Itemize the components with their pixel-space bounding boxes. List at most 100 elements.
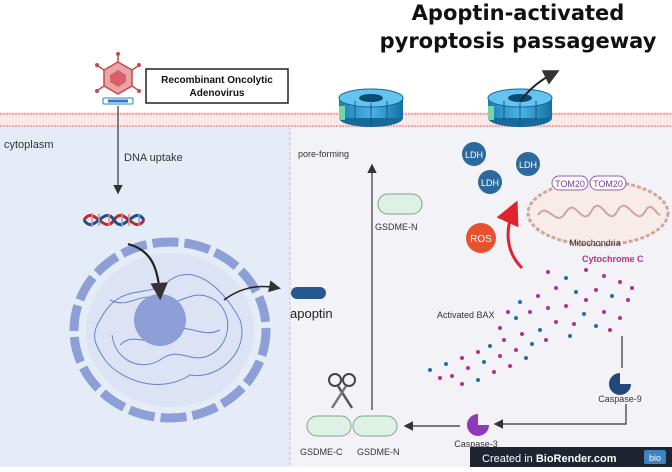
diagram-title-line2: pyroptosis passageway	[380, 29, 657, 53]
ldh-label-3: LDH	[481, 178, 499, 188]
bax-dot	[524, 356, 528, 360]
ldh-label-1: LDH	[465, 150, 483, 160]
pore-forming-label: pore-forming	[298, 149, 349, 159]
cytochrome-c-dot	[438, 376, 442, 380]
bax-dot	[476, 378, 480, 382]
footer-brand: BioRender.com	[536, 453, 617, 465]
cytochrome-c-dot	[564, 304, 568, 308]
bax-dot	[610, 294, 614, 298]
svg-text:Created in BioRender.com: Created in BioRender.com	[482, 453, 617, 465]
cytochrome-c-dot	[498, 354, 502, 358]
cytochrome-c-dot	[554, 286, 558, 290]
bax-dot	[444, 362, 448, 366]
nucleus-to-apoptin-arrow	[223, 280, 281, 301]
ros-arrow	[496, 200, 524, 270]
tom20-b-label: TOM20	[593, 179, 623, 189]
dna-helix-icon	[82, 213, 146, 227]
ldh-molecule-1	[462, 142, 486, 166]
footer-prefix: Created in	[482, 453, 536, 465]
mitochondria-icon	[526, 179, 670, 247]
pore-right-icon	[487, 88, 553, 127]
cytochrome-c-dot	[546, 306, 550, 310]
cytochrome-c-dot	[546, 270, 550, 274]
virus-label-box	[145, 68, 289, 104]
mitochondria-label: Mitochondria	[569, 238, 621, 248]
cytochrome-c-dot	[630, 286, 634, 290]
cytochrome-c-dot	[594, 288, 598, 292]
cytoplasm-label: cytoplasm	[4, 139, 54, 151]
cytochrome-c-dot	[520, 332, 524, 336]
gsdme-n-lower-icon	[352, 415, 398, 437]
bax-dot	[518, 300, 522, 304]
gsdme-c-label: GSDME-C	[300, 447, 343, 457]
diagram-title-line1: Apoptin-activated	[412, 1, 625, 25]
cytochrome-c-dot	[608, 328, 612, 332]
ldh-exit-arrow	[519, 70, 560, 103]
cytochrome-c-dot	[584, 298, 588, 302]
gsdme-n-lower-label: GSDME-N	[357, 447, 400, 457]
cytochrome-c-label: Cytochrome C	[582, 254, 644, 264]
bax-dot	[514, 316, 518, 320]
ldh-molecule-3	[478, 170, 502, 194]
cytochrome-c-dot	[460, 356, 464, 360]
cytochrome-c-dot	[572, 322, 576, 326]
cytochrome-c-dot	[528, 310, 532, 314]
tom20-b-box	[589, 175, 627, 191]
apoptin-icon	[291, 287, 326, 299]
caspase9-to-caspase3-arrow	[493, 404, 627, 429]
cytochrome-c-dot	[508, 364, 512, 368]
cytochrome-c-dot	[498, 326, 502, 330]
cytochrome-c-dot	[602, 310, 606, 314]
gsdme-n-upper-label: GSDME-N	[375, 222, 418, 232]
bax-dot	[530, 342, 534, 346]
activated-bax-label: Activated BAX	[437, 310, 495, 320]
bax-dot	[428, 368, 432, 372]
bax-dot	[488, 344, 492, 348]
caspase9-label: Caspase-9	[598, 394, 642, 404]
cytochrome-c-dot	[536, 294, 540, 298]
cytochrome-c-dot	[554, 320, 558, 324]
virus-label-line2: Adenovirus	[189, 88, 244, 99]
cytochrome-c-dot	[466, 366, 470, 370]
cytochrome-c-dot	[626, 298, 630, 302]
cytochrome-c-dot	[460, 382, 464, 386]
caspase9-icon	[609, 373, 631, 395]
cytochrome-c-dot	[506, 310, 510, 314]
dna-uptake-label: DNA uptake	[124, 152, 183, 164]
dna-to-nucleus-arrow	[127, 242, 168, 301]
pore-left-icon	[338, 88, 404, 127]
scissors-icon	[328, 373, 356, 409]
biorender-footer: Created in BioRender.com bio	[470, 447, 672, 467]
tom20-a-label: TOM20	[555, 179, 585, 189]
ldh-molecule-2	[516, 152, 540, 176]
gsdme-c-icon	[306, 415, 352, 437]
bax-dot	[538, 328, 542, 332]
cytochrome-c-dot	[514, 348, 518, 352]
bax-dot	[582, 312, 586, 316]
cytochrome-c-dot	[584, 268, 588, 272]
bax-dot	[568, 334, 572, 338]
ros-label: ROS	[470, 234, 492, 245]
cytochrome-c-dot	[492, 370, 496, 374]
bax-dot	[482, 360, 486, 364]
cytochrome-c-dot	[476, 350, 480, 354]
bax-dot	[594, 324, 598, 328]
cell-membrane	[0, 112, 672, 128]
cytochrome-c-dot	[618, 316, 622, 320]
bax-dot	[564, 276, 568, 280]
gsdme-n-upper-icon	[377, 193, 423, 215]
ldh-label-2: LDH	[519, 160, 537, 170]
caspase3-label: Caspase-3	[454, 439, 498, 449]
bax-dot	[574, 290, 578, 294]
caspase3-icon	[467, 414, 489, 436]
adenovirus-icon	[95, 52, 141, 105]
ros-molecule	[466, 223, 496, 253]
cytochrome-c-dot	[450, 374, 454, 378]
virus-label-line1: Recombinant Oncolytic	[161, 75, 273, 86]
footer-badge: bio	[649, 453, 661, 463]
cytochrome-bax-dots	[428, 268, 634, 386]
cytochrome-c-dot	[602, 274, 606, 278]
cytochrome-c-dot	[502, 338, 506, 342]
tom20-a-box	[551, 175, 589, 191]
